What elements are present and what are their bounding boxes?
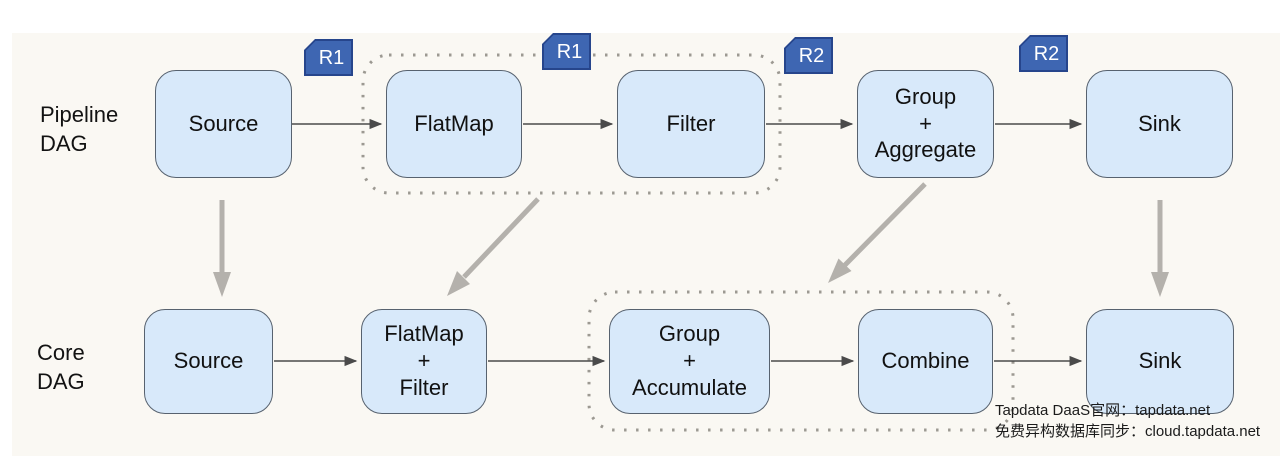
node-label: Source (188, 110, 259, 136)
badge-label: R2 (1033, 42, 1060, 65)
watermark-line2: 免费异构数据库同步：cloud.tapdata.net (995, 422, 1261, 440)
node-pipeline-group-aggregate: Group + Aggregate (857, 70, 994, 178)
node-label: FlatMap + Filter (384, 321, 464, 400)
node-core-flatmap-filter: FlatMap + Filter (361, 309, 487, 414)
badge-tag-fill (786, 39, 831, 72)
badge-label: R2 (798, 44, 825, 67)
watermark: Tapdata DaaS官网：tapdata.net 免费异构数据库同步：clo… (995, 401, 1260, 442)
node-core-combine: Combine (858, 309, 993, 414)
badge-r2-groupaggregate: R2 (784, 37, 833, 74)
row-label-pipeline-dag: Pipeline DAG (40, 102, 119, 157)
node-label: Sink (1138, 110, 1181, 136)
node-label: Sink (1138, 348, 1182, 374)
node-label: Combine (881, 348, 970, 374)
node-core-sink: Sink (1086, 309, 1234, 414)
transform-arrow-flatmapfilter-line (462, 197, 540, 279)
badge-r1-group: R1 (542, 33, 591, 70)
node-pipeline-source: Source (155, 70, 292, 178)
node-label: FlatMap (414, 110, 494, 136)
badge-label: R1 (556, 40, 583, 63)
transform-arrow-sink-head (1151, 272, 1169, 297)
transform-arrow-groupaggregate-line (843, 182, 927, 267)
node-label: Filter (666, 110, 716, 136)
badge-tag-fill (306, 41, 351, 74)
node-core-source: Source (144, 309, 273, 414)
node-pipeline-flatmap: FlatMap (386, 70, 522, 178)
badge-tag-fill (1021, 37, 1066, 70)
badge-label: R1 (318, 46, 345, 69)
node-core-group-accumulate: Group + Accumulate (609, 309, 770, 414)
badge-r1-flatmap: R1 (304, 39, 353, 76)
node-pipeline-filter: Filter (617, 70, 765, 178)
node-label: Group + Accumulate (632, 321, 747, 400)
node-pipeline-sink: Sink (1086, 70, 1233, 178)
row-label-core-dag: Core DAG (37, 340, 85, 395)
node-label: Source (173, 348, 244, 374)
badge-r2-sink: R2 (1019, 35, 1068, 72)
transform-arrow-flatmapfilter-head (447, 271, 470, 296)
transform-arrow-source-head (213, 272, 231, 297)
badge-tag-fill (544, 35, 589, 68)
watermark-line1: Tapdata DaaS官网：tapdata.net (995, 402, 1211, 419)
node-label: Group + Aggregate (874, 83, 977, 163)
transform-arrow-groupaggregate-head (828, 258, 852, 283)
